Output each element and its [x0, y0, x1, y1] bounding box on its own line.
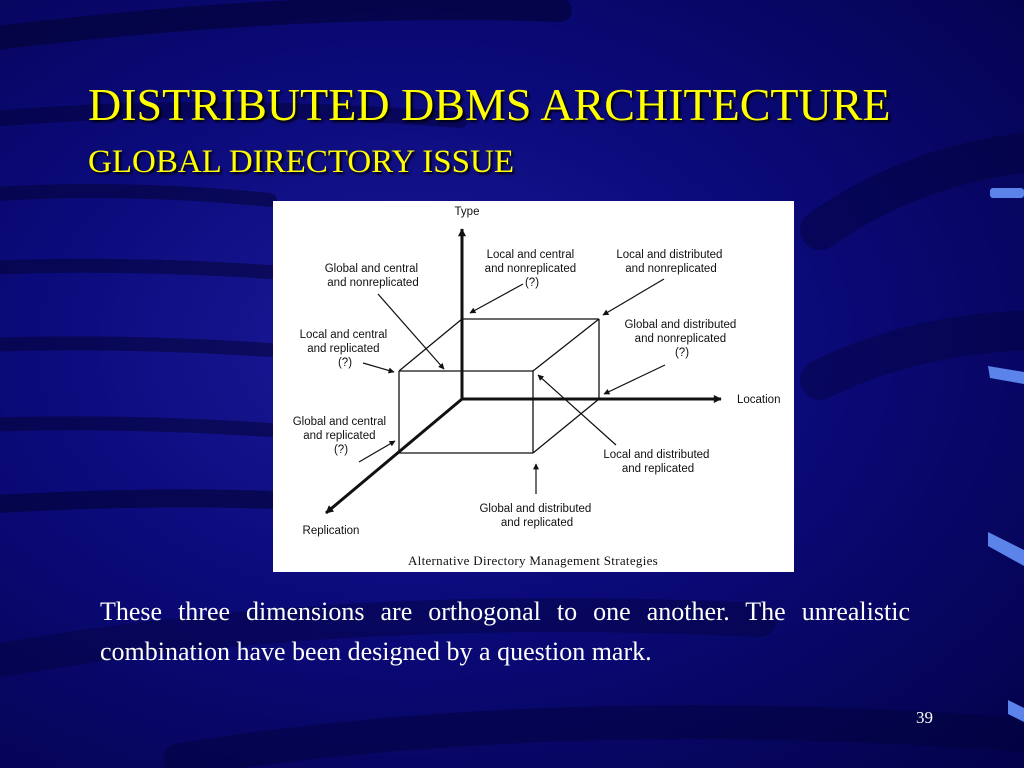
axis-label-location: Location	[737, 394, 780, 406]
page-number: 39	[916, 708, 933, 727]
label-global-distributed-replicated: Global and distributed and replicated	[479, 503, 594, 529]
diagram-caption: Alternative Directory Management Strateg…	[408, 553, 658, 568]
replication-axis	[325, 397, 463, 515]
label-global-central-nonreplicated: Global and central and nonreplicated	[325, 263, 422, 289]
label-global-central-replicated: Global and central and replicated (?)	[293, 416, 390, 456]
directory-strategies-diagram: Type Location Replication Global and cen…	[273, 201, 794, 572]
label-local-central-replicated: Local and central and replicated (?)	[300, 329, 391, 369]
label-local-distributed-nonreplicated: Local and distributed and nonreplicated	[616, 249, 725, 275]
label-local-distributed-replicated: Local and distributed and replicated	[603, 449, 712, 475]
cube	[398, 318, 600, 454]
axis-label-type: Type	[455, 206, 480, 218]
axis-label-replication: Replication	[303, 525, 360, 537]
label-global-distributed-nonreplicated: Global and distributed and nonreplicated…	[624, 319, 739, 359]
label-local-central-nonreplicated: Local and central and nonreplicated (?)	[485, 249, 580, 289]
body-paragraph: These three dimensions are orthogonal to…	[100, 597, 910, 666]
label-pointers	[358, 278, 666, 494]
axes	[325, 228, 722, 515]
slide-subtitle: GLOBAL DIRECTORY ISSUE	[88, 144, 514, 180]
slide-title: DISTRIBUTED DBMS ARCHITECTURE	[88, 79, 891, 130]
